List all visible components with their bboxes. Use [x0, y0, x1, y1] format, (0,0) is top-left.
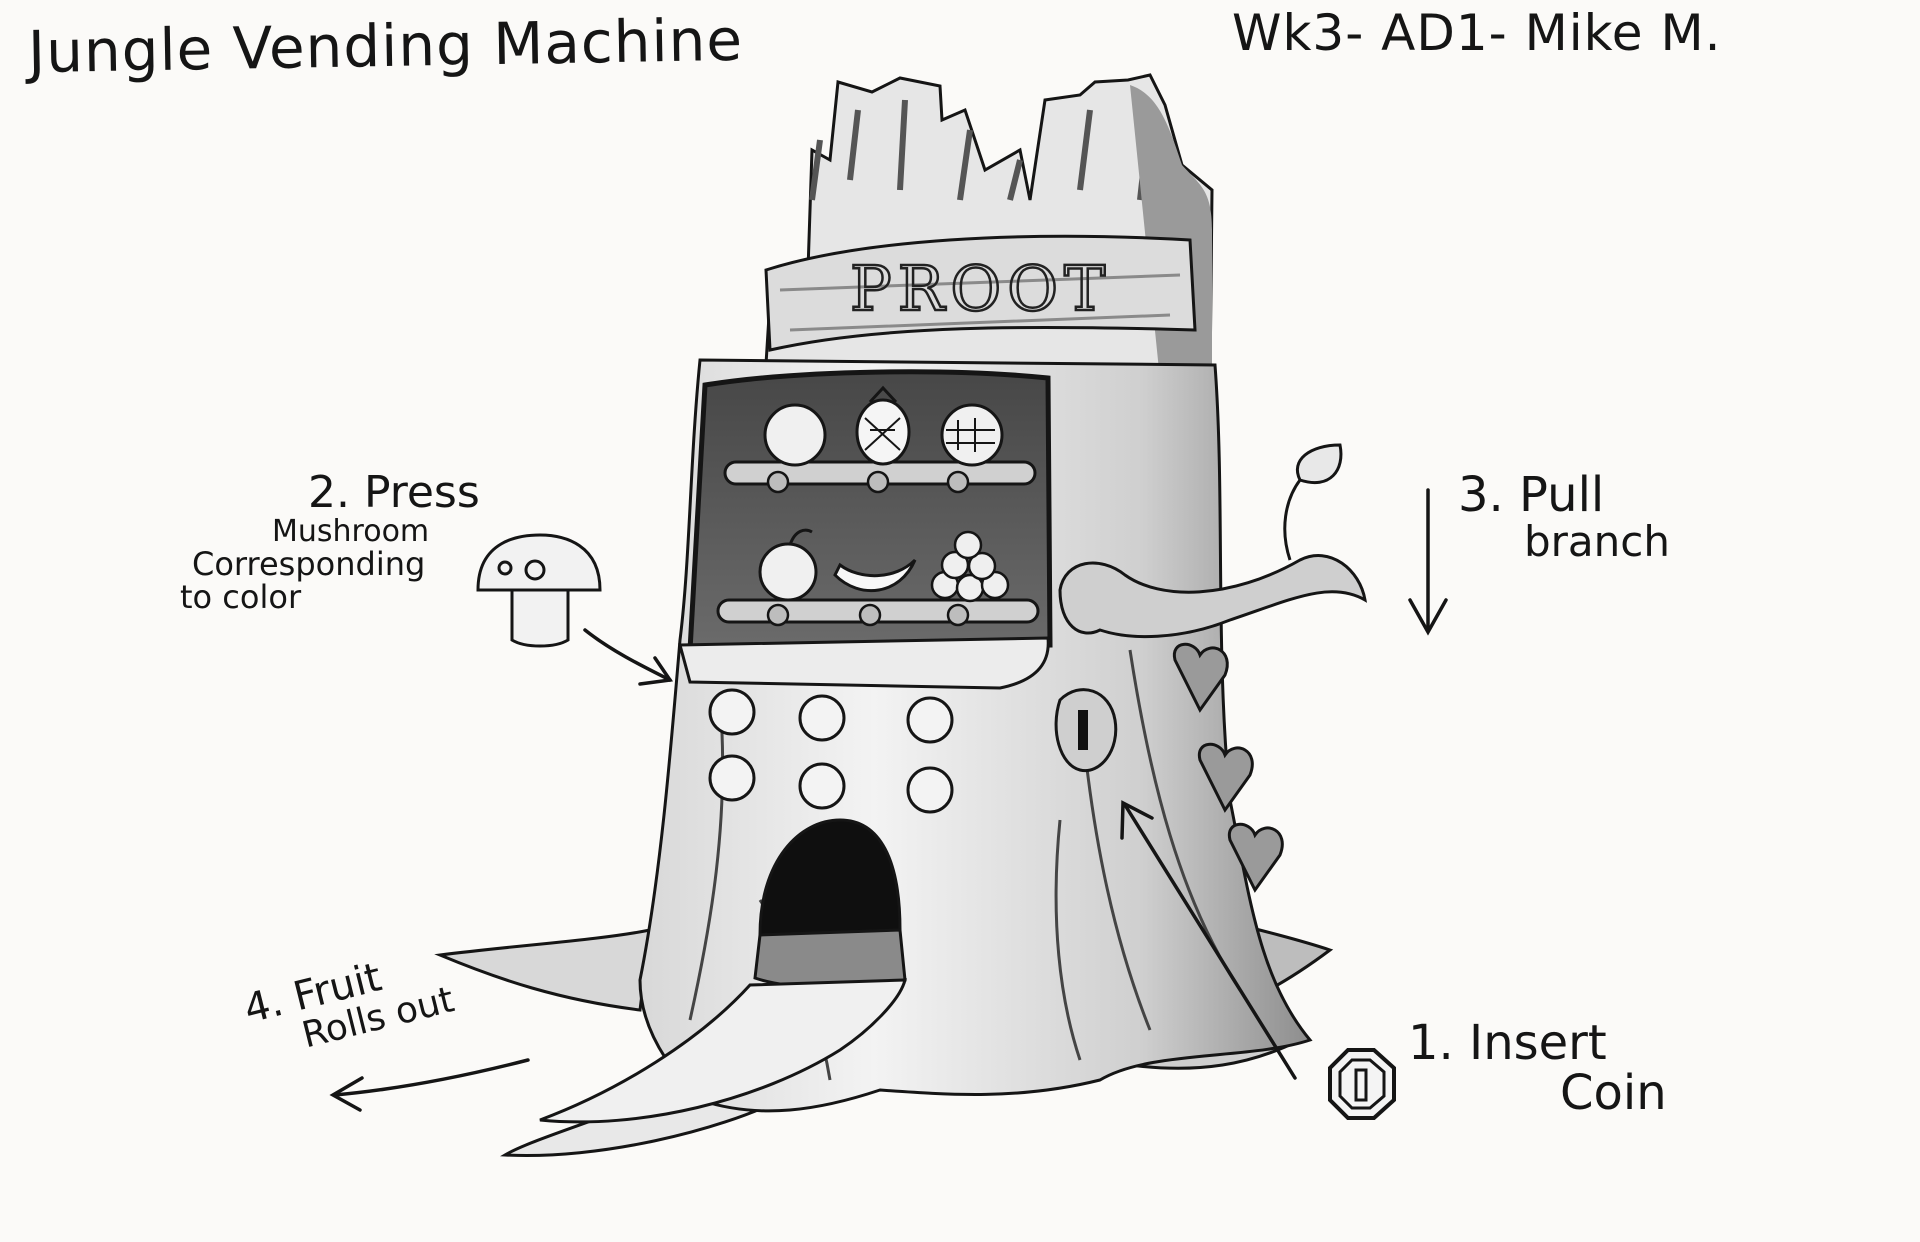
counter-ledge: [678, 636, 1050, 690]
fruit-display-window: [687, 369, 1053, 653]
coconut-icon: [763, 403, 827, 467]
mushroom-button[interactable]: [906, 766, 954, 814]
step2-line2: Mushroom: [272, 514, 430, 550]
step3-line1: 3. Pull: [1458, 467, 1605, 523]
arrow-step4: [333, 1058, 530, 1097]
step2-label: 2. Press Mushroom Corresponding to color: [180, 467, 480, 617]
banana-icon: [833, 558, 917, 592]
fruit-exit-tunnel: [539, 818, 907, 1124]
mushroom-icon: [476, 533, 602, 648]
sign-text: PROOT: [850, 252, 1111, 325]
step1-label: 1. Insert Coin: [1408, 1018, 1667, 1119]
mushroom-buttons[interactable]: [708, 688, 954, 814]
arrow-step2: [583, 628, 672, 682]
arrow-step1: [1123, 803, 1297, 1080]
mushroom-button[interactable]: [906, 696, 954, 744]
step3-line2: branch: [1524, 517, 1670, 567]
fruit-slide: [539, 978, 907, 1124]
step1-line2: Coin: [1560, 1065, 1667, 1122]
step2-line1: 2. Press: [308, 467, 480, 518]
coin-slot[interactable]: [1054, 688, 1118, 773]
mushroom-button[interactable]: [708, 754, 756, 802]
instruction-arrows: [329, 488, 1448, 1112]
mushroom-button[interactable]: [798, 694, 846, 742]
author-label: Wk3- AD1- Mike M.: [1232, 4, 1722, 62]
branch-lever-icon[interactable]: [1058, 443, 1368, 639]
step3-label: 3. Pull branch: [1458, 470, 1670, 564]
grapes-icon: [930, 530, 1010, 603]
melon-icon: [940, 403, 1004, 467]
pineapple-icon: [855, 398, 911, 466]
mushroom-button[interactable]: [708, 688, 756, 736]
sign-board: PROOT: [764, 234, 1197, 352]
coin-icon: [1328, 1048, 1396, 1120]
step2-line3: Corresponding: [192, 544, 426, 583]
step1-line1: 1. Insert: [1408, 1015, 1607, 1071]
mushroom-button[interactable]: [798, 762, 846, 810]
step2-line4: to color: [180, 578, 302, 617]
apple-icon: [758, 542, 818, 602]
heart-leaves: [1172, 642, 1284, 893]
